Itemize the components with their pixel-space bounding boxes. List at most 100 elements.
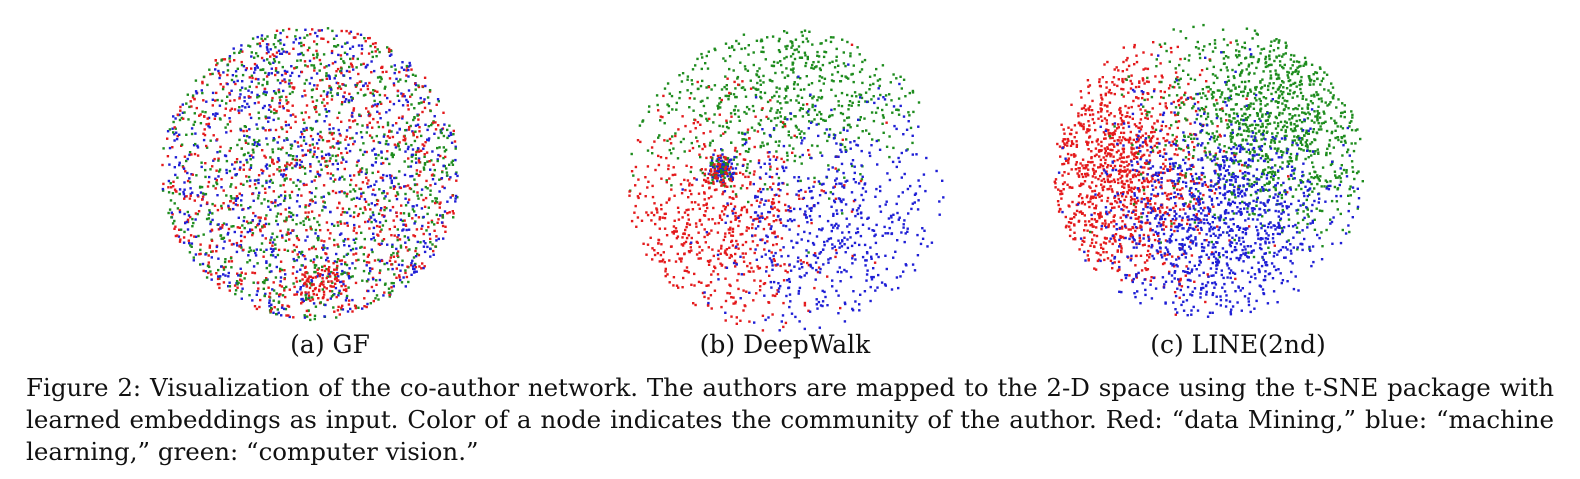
gf-point: [376, 76, 380, 79]
deepwalk-red-point: [720, 305, 723, 309]
deepwalk-blue-point: [844, 302, 847, 306]
gf-point: [300, 160, 303, 163]
deepwalk-blue-point: [843, 243, 846, 246]
deepwalk-blue-point: [856, 144, 860, 147]
deepwalk-green-point: [784, 45, 787, 48]
gf-point: [423, 155, 426, 158]
deepwalk-hub-point: [723, 155, 726, 159]
deepwalk-green-point: [696, 57, 699, 61]
gf-point: [173, 202, 176, 205]
gf-point: [388, 174, 392, 177]
deepwalk-blue-point: [917, 179, 920, 182]
gf-point: [369, 208, 372, 211]
gf-point: [269, 247, 273, 250]
deepwalk-blue-point: [788, 305, 791, 309]
deepwalk-green-point: [655, 94, 659, 97]
deepwalk-green-point: [724, 130, 727, 134]
deepwalk-blue-point: [799, 207, 802, 211]
gf-point: [332, 127, 335, 130]
deepwalk-green-point: [776, 116, 779, 120]
deepwalk-red-point: [766, 151, 770, 154]
gf-point: [304, 265, 307, 269]
gf-point: [260, 56, 264, 60]
gf-point: [390, 49, 393, 53]
line-red-point: [1169, 84, 1172, 87]
deepwalk-red-point: [729, 202, 733, 205]
line-red-point: [1082, 123, 1085, 126]
gf-point: [334, 191, 338, 195]
gf-point: [166, 130, 170, 133]
deepwalk-green-point: [748, 147, 751, 151]
gf-point: [370, 220, 373, 224]
gf-point: [300, 41, 303, 45]
gf-point: [378, 100, 382, 104]
deepwalk-green-point: [632, 174, 635, 177]
gf-point: [280, 314, 283, 317]
gf-point: [314, 175, 317, 178]
gf-point: [324, 153, 328, 156]
gf-point: [182, 241, 186, 244]
gf-point: [303, 316, 307, 319]
gf-point: [303, 121, 306, 125]
gf-point: [314, 105, 318, 108]
deepwalk-red-point: [784, 203, 787, 207]
deepwalk-green-point: [787, 130, 790, 133]
deepwalk-blue-point: [915, 153, 918, 156]
deepwalk-red-point: [759, 285, 762, 288]
deepwalk-blue-point: [860, 149, 863, 153]
gf-point: [364, 220, 367, 224]
gf-point: [394, 68, 397, 71]
gf-point: [328, 159, 331, 163]
gf-point: [216, 277, 220, 281]
deepwalk-green-point: [808, 120, 811, 123]
deepwalk-red-point: [741, 232, 744, 236]
deepwalk-red-point: [802, 261, 805, 264]
gf-point: [302, 284, 305, 287]
gf-point: [289, 147, 293, 150]
deepwalk-green-point: [909, 126, 913, 130]
deepwalk-blue-point: [892, 105, 896, 108]
deepwalk-red-point: [653, 140, 656, 143]
deepwalk-blue-point: [838, 266, 841, 269]
gf-point: [256, 141, 259, 144]
deepwalk-blue-point: [856, 227, 859, 230]
gf-point: [411, 217, 414, 220]
gf-point: [264, 37, 267, 41]
gf-point: [409, 165, 413, 168]
deepwalk-blue-point: [816, 201, 820, 205]
gf-point: [358, 187, 361, 190]
gf-point: [248, 76, 251, 79]
gf-point: [220, 265, 223, 268]
deepwalk-red-point: [703, 191, 706, 194]
line-red-point: [1144, 267, 1147, 270]
gf-point: [304, 291, 307, 294]
gf-point: [304, 257, 307, 261]
deepwalk-green-point: [813, 176, 816, 180]
gf-point: [176, 113, 179, 116]
line-red-point: [1198, 232, 1201, 235]
gf-point: [285, 151, 288, 155]
gf-point: [376, 90, 379, 93]
gf-point: [365, 279, 369, 283]
gf-point: [370, 238, 373, 241]
deepwalk-green-point: [798, 109, 802, 112]
deepwalk-green-point: [818, 182, 822, 185]
deepwalk-green-point: [917, 101, 921, 104]
gf-point: [413, 271, 416, 274]
gf-point: [229, 195, 233, 198]
deepwalk-red-point: [753, 279, 756, 282]
line-red-point: [1189, 122, 1192, 125]
gf-point: [179, 228, 183, 231]
deepwalk-red-point: [786, 271, 789, 274]
deepwalk-green-point: [759, 95, 762, 99]
deepwalk-green-point: [734, 95, 737, 99]
deepwalk-green-point: [840, 104, 844, 108]
gf-point: [323, 104, 326, 108]
gf-point: [404, 79, 408, 83]
gf-point: [186, 210, 189, 214]
line-red-point: [1122, 131, 1126, 135]
deepwalk-red-point: [731, 209, 734, 213]
deepwalk-hub-point: [724, 163, 728, 166]
deepwalk-blue-point: [798, 286, 802, 290]
deepwalk-blue-point: [768, 211, 772, 214]
